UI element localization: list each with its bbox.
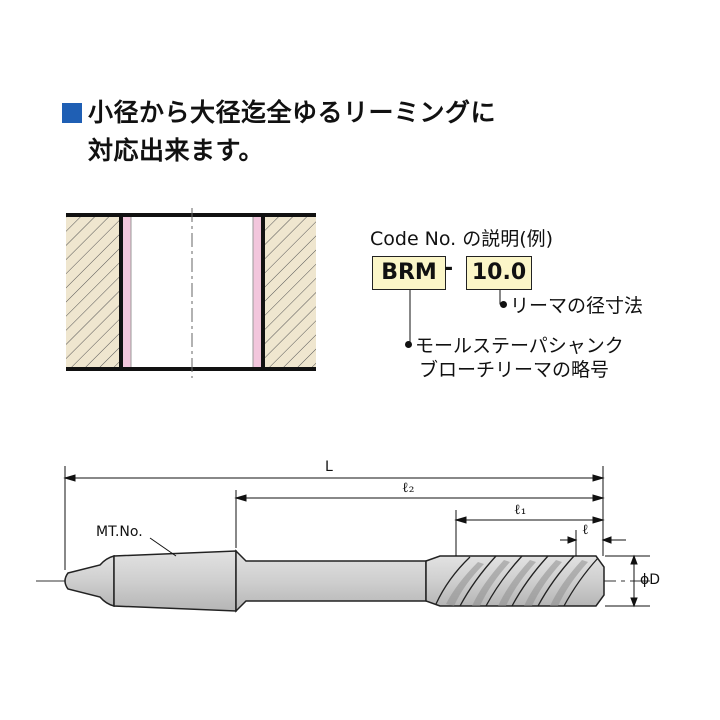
- workpiece-right-hatch: [263, 213, 316, 371]
- dim-label-phiD: ϕD: [640, 572, 661, 588]
- heading-line-1: 小径から大径迄全ゆるリーミングに: [62, 94, 496, 132]
- code-separator: -: [444, 256, 454, 281]
- note-size: リーマの径寸法: [500, 294, 643, 318]
- code-size-box: 10.0: [466, 256, 532, 290]
- bullet-dot: [500, 301, 507, 308]
- bullet-dot: [405, 341, 412, 348]
- dim-label-L: L: [325, 459, 333, 475]
- note-prefix-line2: ブローチリーマの略号: [419, 359, 610, 381]
- blue-square-bullet: [62, 103, 82, 123]
- neck: [235, 549, 427, 613]
- dim-label-l1: ℓ₁: [514, 502, 527, 518]
- dim-label-l2: ℓ₂: [402, 480, 415, 496]
- note-prefix: モールステーパシャンク ブローチリーマの略号: [405, 334, 624, 382]
- dim-label-l: ℓ: [582, 522, 589, 538]
- flute-spirals: [435, 555, 599, 607]
- dim-label-taper: MT.No.: [96, 524, 143, 540]
- morse-taper-shank: [113, 550, 237, 612]
- reamer-drawing: [36, 549, 650, 613]
- note-prefix-line1: モールステーパシャンク: [415, 335, 624, 357]
- heading-line-2: 対応出来ます。: [88, 136, 265, 165]
- heading-text-1: 小径から大径迄全ゆるリーミングに: [88, 98, 497, 127]
- code-prefix-box: BRM: [372, 256, 446, 290]
- bore-section-diagram: [66, 208, 316, 378]
- taper-leader: [149, 537, 177, 557]
- dimension-lines: [63, 466, 650, 608]
- ream-allowance-left: [121, 217, 131, 367]
- shank-tang: [64, 555, 115, 607]
- workpiece-left-hatch: [66, 213, 121, 371]
- ream-allowance-right: [253, 217, 263, 367]
- note-size-text: リーマの径寸法: [510, 295, 644, 317]
- flute-shadows: [446, 560, 588, 606]
- code-title: Code No. の説明(例): [370, 228, 554, 250]
- heading: 小径から大径迄全ゆるリーミングに 対応出来ます。: [62, 94, 496, 170]
